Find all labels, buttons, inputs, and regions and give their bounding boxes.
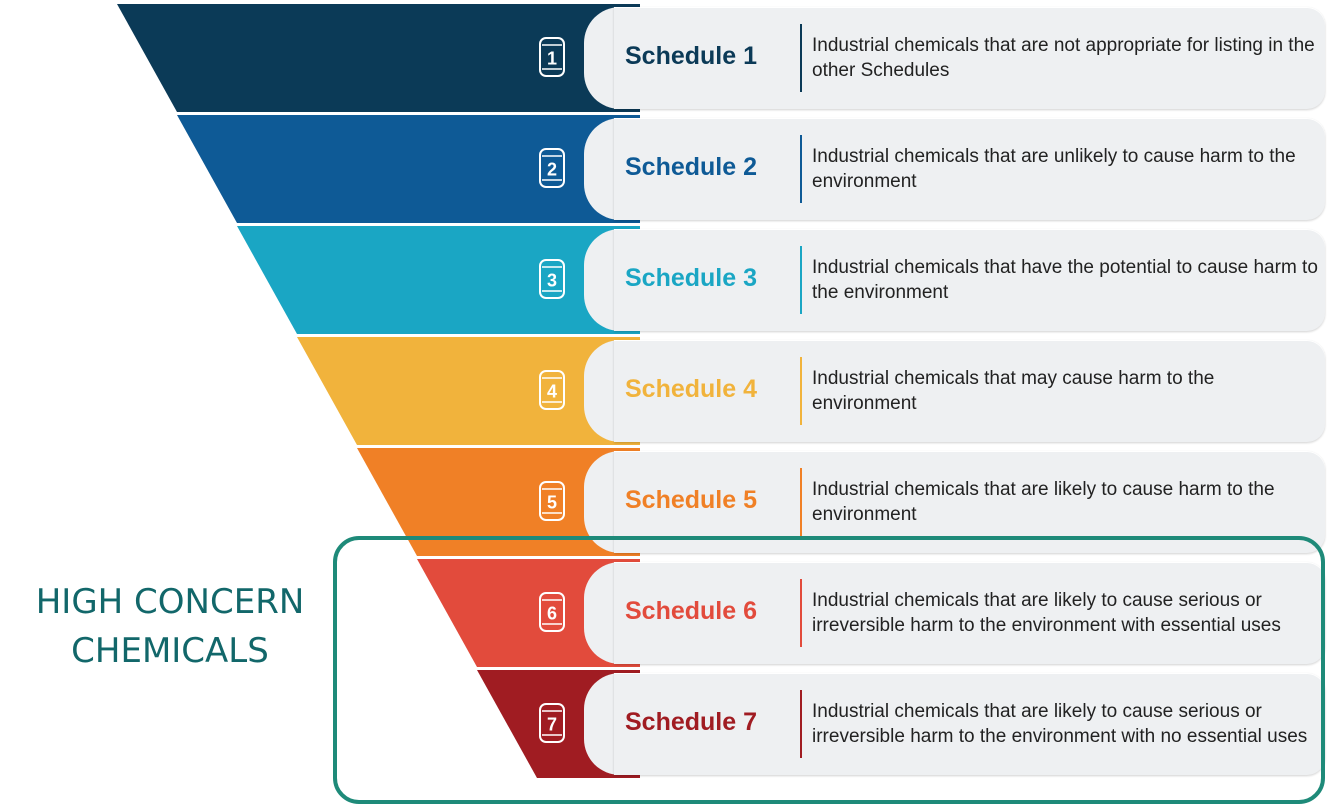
schedule-label: Schedule 5 (625, 486, 757, 514)
schedule-label: Schedule 2 (625, 153, 757, 181)
schedule-divider (800, 579, 802, 647)
schedule-description: Industrial chemicals that are unlikely t… (812, 146, 1296, 192)
schedule-number-badge-icon: 3 (539, 259, 565, 299)
schedule-description: Industrial chemicals that have the poten… (812, 257, 1318, 303)
schedule-number: 1 (547, 49, 557, 69)
high-concern-label: HIGH CONCERN CHEMICALS (20, 578, 320, 676)
schedule-wedge-6 (417, 559, 640, 667)
schedule-tier-6: 6 Schedule 6 Industrial chemicals that are… (0, 559, 1337, 667)
schedule-wedge-3 (237, 226, 640, 334)
schedule-description: Industrial chemicals that are likely to … (812, 590, 1281, 636)
schedule-number-badge-icon: 5 (539, 481, 565, 521)
schedule-tier-7: 7 Schedule 7 Industrial chemicals that are… (0, 670, 1337, 778)
schedule-tier-2: 2 Schedule 2 Industrial chemicals that are… (0, 115, 1337, 223)
high-concern-label-line2: CHEMICALS (71, 631, 269, 671)
high-concern-label-line1: HIGH CONCERN (35, 582, 305, 622)
schedule-divider (800, 357, 802, 425)
schedule-number: 6 (547, 604, 557, 624)
schedule-number: 5 (547, 493, 557, 513)
schedule-label: Schedule 1 (625, 42, 757, 70)
schedule-card-4 (614, 340, 1325, 442)
schedule-number: 2 (547, 160, 557, 180)
schedule-divider (800, 246, 802, 314)
schedule-wedge-2 (177, 115, 640, 223)
schedule-number: 4 (547, 382, 557, 402)
high-concern-bracket (333, 536, 1325, 804)
schedule-card-6 (614, 562, 1325, 664)
schedule-label: Schedule 3 (625, 264, 757, 292)
schedule-number-badge-icon: 4 (539, 370, 565, 410)
schedule-label: Schedule 4 (625, 375, 757, 403)
schedule-number-badge-icon: 6 (539, 592, 565, 632)
schedule-divider (800, 135, 802, 203)
schedule-label: Schedule 6 (625, 597, 757, 625)
schedule-label: Schedule 7 (625, 708, 757, 736)
schedule-description: Industrial chemicals that are not approp… (812, 35, 1315, 81)
schedule-description: Industrial chemicals that are likely to … (812, 701, 1308, 747)
schedule-number-badge-icon: 2 (539, 148, 565, 188)
schedule-wedge-1 (117, 4, 640, 112)
schedule-tier-3: 3 Schedule 3 Industrial chemicals that hav… (0, 226, 1337, 334)
schedule-wedge-4 (297, 337, 640, 445)
schedule-description: Industrial chemicals that may cause harm… (812, 368, 1215, 414)
schedule-number: 3 (547, 271, 557, 291)
schedule-number-badge-icon: 1 (539, 37, 565, 77)
schedule-card-7 (614, 673, 1325, 775)
schedule-tier-1: 1 Schedule 1 Industrial chemicals that are… (0, 4, 1337, 112)
schedule-divider (800, 24, 802, 92)
schedule-divider (800, 690, 802, 758)
schedule-card-1 (614, 7, 1325, 109)
schedule-tier-4: 4 Schedule 4 Industrial chemicals that may… (0, 337, 1337, 445)
schedule-wedge-5 (357, 448, 640, 556)
schedule-card-2 (614, 118, 1325, 220)
schedule-number: 7 (547, 715, 557, 735)
schedule-divider (800, 468, 802, 536)
schedule-description: Industrial chemicals that are likely to … (812, 479, 1275, 525)
schedule-number-badge-icon: 7 (539, 703, 565, 743)
schedule-card-3 (614, 229, 1325, 331)
